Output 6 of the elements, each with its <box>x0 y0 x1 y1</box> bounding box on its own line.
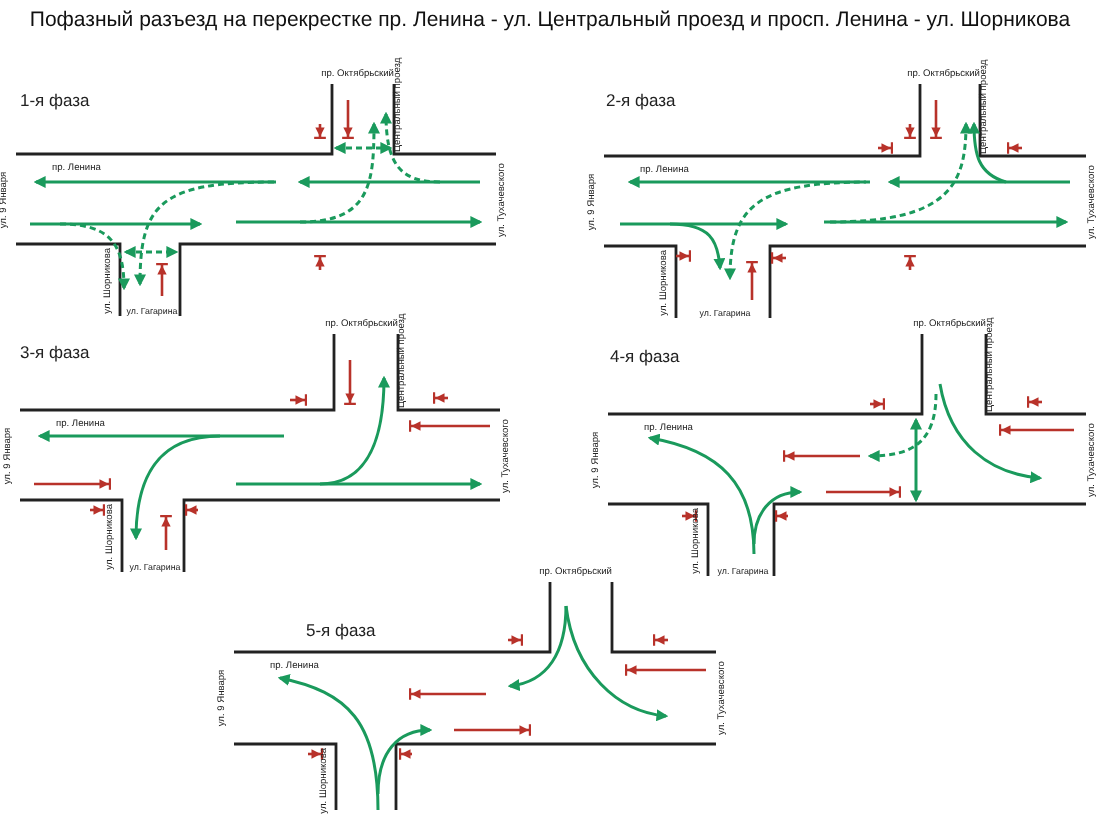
phase-label: 3-я фаза <box>20 344 90 361</box>
phase-label: 2-я фаза <box>606 92 676 109</box>
diagram-title: Пофазный разъезд на перекрестке пр. Ленина - ул. Центральный проезд и просп. Ленина - ул. Шорникова <box>27 10 1073 31</box>
phase-label: 4-я фаза <box>610 348 680 365</box>
phase-label: 5-я фаза <box>306 622 376 639</box>
phase-label: 1-я фаза <box>20 92 90 109</box>
